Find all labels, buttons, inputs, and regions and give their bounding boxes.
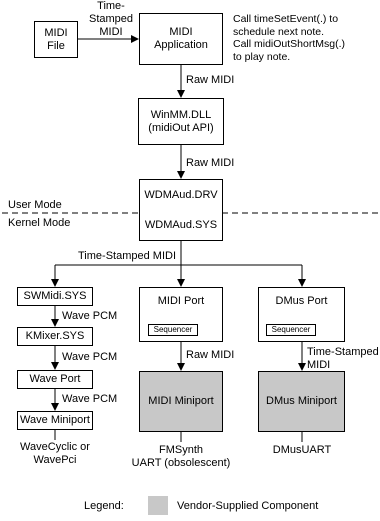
- user-mode-label: User Mode: [8, 199, 62, 211]
- kernel-mode-label: Kernel Mode: [8, 217, 71, 229]
- legend-title: Legend:: [84, 500, 124, 512]
- swmidi-sys-box: SWMidi.SYS: [17, 287, 93, 306]
- dmus-port-label: DMus Port: [275, 295, 328, 307]
- raw-midi-label-1: Raw MIDI: [186, 74, 235, 86]
- kmixer-sys-box: KMixer.SYS: [17, 327, 93, 346]
- wave-pcm-label-3: Wave PCM: [62, 393, 118, 405]
- wave-pcm-label-2: Wave PCM: [62, 351, 118, 363]
- midi-miniport-box: MIDI Miniport: [139, 371, 223, 432]
- midi-application-box: MIDI Application: [139, 13, 223, 65]
- wavecyclic-label: WaveCyclic or WavePci: [20, 441, 90, 466]
- time-stamped-midi-label-mid: Time-Stamped MIDI: [78, 250, 177, 262]
- legend-swatch: [148, 496, 168, 515]
- raw-midi-label-3: Raw MIDI: [186, 349, 235, 361]
- dmusuart-label: DMusUART: [272, 444, 332, 456]
- dmus-port-sequencer-box: Sequencer: [266, 324, 316, 336]
- app-call-note: Call timeSetEvent(.) to schedule next no…: [233, 13, 346, 63]
- midi-port-sequencer-box: Sequencer: [148, 324, 198, 336]
- wave-port-box: Wave Port: [17, 370, 93, 389]
- time-stamped-midi-label-dmus: Time-Stamped MIDI: [307, 346, 379, 371]
- time-stamped-midi-label-top: Time- Stamped MIDI: [88, 0, 134, 38]
- wave-miniport-box: Wave Miniport: [17, 411, 93, 430]
- raw-midi-label-2: Raw MIDI: [186, 157, 235, 169]
- dmus-miniport-box: DMus Miniport: [258, 371, 345, 432]
- midi-port-label: MIDI Port: [157, 295, 205, 307]
- wdmaud-drv-label: WDMAud.DRV: [144, 188, 218, 201]
- midi-file-box: MIDI File: [34, 21, 78, 58]
- winmm-dll-box: WinMM.DLL (midiOut API): [138, 98, 224, 145]
- legend-item-label: Vendor-Supplied Component: [177, 500, 319, 512]
- wdmaud-box: WDMAud.DRV WDMAud.SYS: [139, 179, 223, 241]
- fmsynth-label: FMSynth UART (obsolescent): [131, 444, 231, 469]
- wdmaud-sys-label: WDMAud.SYS: [144, 218, 218, 231]
- wave-pcm-label-1: Wave PCM: [62, 310, 118, 322]
